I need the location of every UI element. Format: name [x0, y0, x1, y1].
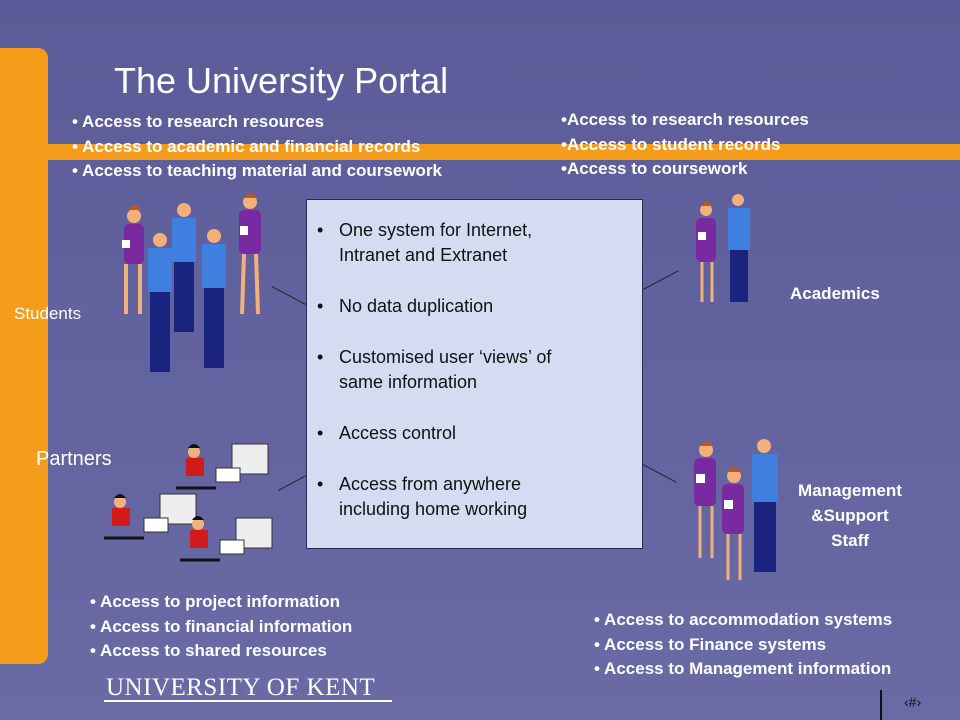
portal-features-list: One system for Internet,Intranet and Ext… — [307, 200, 642, 522]
management-label: Management &Support Staff — [798, 481, 902, 550]
portal-features-box: One system for Internet,Intranet and Ext… — [306, 199, 643, 549]
university-logo: UNIVERSITY OF KENT — [106, 674, 376, 701]
management-access-list: Access to accommodation systems Access t… — [594, 608, 960, 682]
list-item: Access to coursework — [561, 157, 809, 182]
page-number: ‹#› — [904, 694, 922, 710]
academics-label: Academics — [790, 284, 880, 303]
management-group-icon — [694, 439, 778, 580]
feature-item: One system for Internet,Intranet and Ext… — [317, 218, 632, 268]
logo-underline — [104, 700, 392, 702]
list-item: Access to accommodation systems — [594, 608, 960, 633]
list-item: Access to project information — [90, 590, 352, 615]
list-item: Access to Management information — [594, 657, 960, 682]
list-item: Access to financial information — [90, 615, 352, 640]
list-item: Access to teaching material and coursewo… — [72, 159, 442, 184]
list-item: Access to academic and financial records — [72, 135, 442, 160]
feature-item: No data duplication — [317, 294, 632, 319]
list-item: Access to research resources — [561, 108, 809, 133]
management-access-container: Access to accommodation systems Access t… — [594, 608, 960, 682]
students-access-list: Access to research resources Access to a… — [72, 110, 442, 184]
partners-group-icon — [104, 443, 273, 562]
academics-access-list: Access to research resources Access to s… — [561, 108, 809, 182]
orange-side-bar — [0, 48, 48, 664]
partners-access-list: Access to project information Access to … — [90, 590, 352, 664]
academics-group-icon — [696, 194, 750, 302]
list-item: Access to shared resources — [90, 639, 352, 664]
students-group-icon — [122, 193, 261, 372]
feature-item: Access control — [317, 421, 632, 446]
list-item: Access to research resources — [72, 110, 442, 135]
list-item: Access to Finance systems — [594, 633, 960, 658]
page-divider — [880, 690, 882, 720]
students-label: Students — [14, 304, 82, 323]
page-title: The University Portal — [114, 60, 449, 101]
partners-label: Partners — [36, 448, 112, 470]
list-item: Access to student records — [561, 133, 809, 158]
